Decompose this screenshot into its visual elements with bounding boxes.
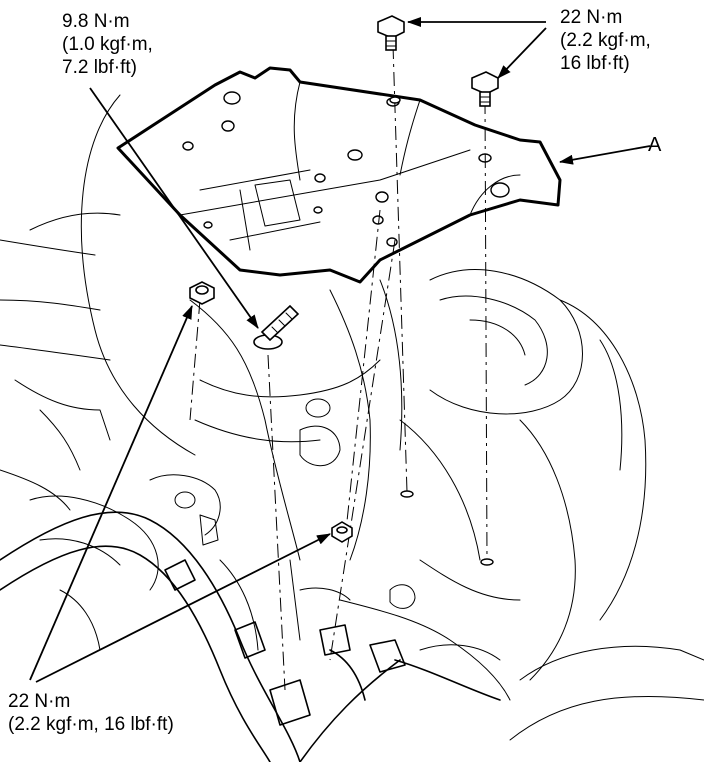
bolt-center-flange <box>253 304 300 350</box>
torque-nm-value: 9.8 N·m <box>62 11 130 32</box>
bracket-part-a <box>116 66 562 284</box>
alignment-centerlines <box>189 44 488 691</box>
torque-callout-upper-right: 22 N·m (2.2 kgf·m, 16 lbf·ft) <box>560 6 651 75</box>
torque-lbfft-value: 16 lbf·ft) <box>560 53 630 74</box>
bolt-top-right <box>471 71 499 107</box>
wire-harness <box>0 511 501 762</box>
torque-full-value: (2.2 kgf·m, 16 lbf·ft) <box>8 714 174 735</box>
bolt-left-side <box>189 281 215 305</box>
bolt-hole-markers <box>389 96 494 566</box>
part-label-a: A <box>648 134 662 156</box>
torque-callout-upper-left: 9.8 N·m (1.0 kgf·m, 7.2 lbf·ft) <box>62 10 153 79</box>
engine-background-outlines <box>0 94 704 741</box>
torque-nm-value: 22 N·m <box>8 691 71 712</box>
bolt-top-center <box>377 15 405 51</box>
torque-lbfft-value: 7.2 lbf·ft) <box>62 57 137 78</box>
torque-nm-value: 22 N·m <box>560 7 623 28</box>
torque-callout-lower-left: 22 N·m (2.2 kgf·m, 16 lbf·ft) <box>8 690 174 736</box>
bolt-lower-center <box>331 521 353 543</box>
torque-kgfm-value: (2.2 kgf·m, <box>560 30 651 51</box>
leader-lines <box>29 17 651 683</box>
torque-kgfm-value: (1.0 kgf·m, <box>62 34 153 55</box>
